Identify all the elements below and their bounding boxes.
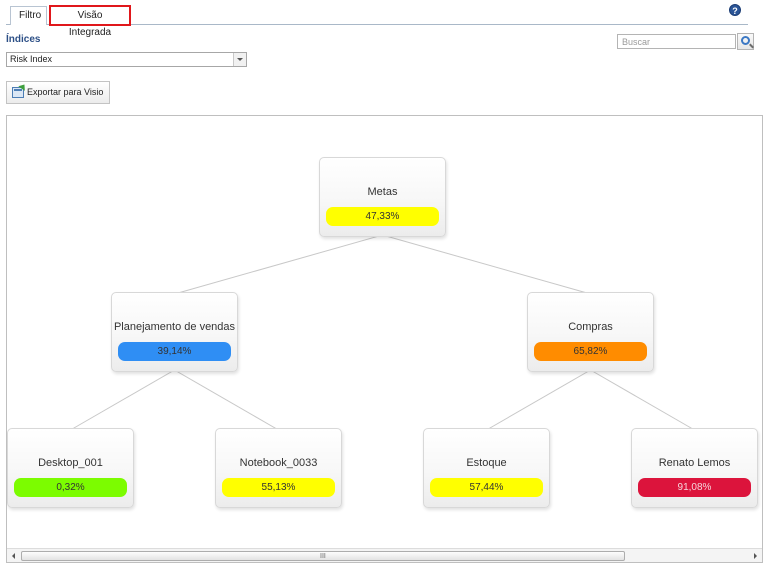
- connector-metas-planejamento: [174, 234, 383, 295]
- connector-planejamento-desktop: [70, 369, 175, 431]
- node-label: Notebook_0033: [239, 457, 318, 469]
- node-percentage: 47,33%: [326, 207, 439, 226]
- node-estoque[interactable]: Estoque 57,44%: [423, 428, 550, 508]
- node-notebook-0033[interactable]: Notebook_0033 55,13%: [215, 428, 342, 508]
- export-visio-label: Exportar para Visio: [27, 87, 104, 97]
- node-label: Estoque: [466, 457, 507, 469]
- node-label: Compras: [568, 321, 613, 333]
- node-label: Planejamento de vendas: [113, 321, 236, 333]
- search-button[interactable]: [737, 33, 754, 50]
- tab-visao-integrada[interactable]: Visão Integrada: [49, 5, 131, 38]
- connector-compras-estoque: [486, 369, 591, 431]
- scroll-right-icon[interactable]: [750, 551, 760, 561]
- connector-compras-renato: [590, 369, 695, 431]
- indices-selected-value: Risk Index: [10, 54, 53, 64]
- tab-divider: [6, 24, 748, 25]
- node-percentage: 91,08%: [638, 478, 751, 497]
- node-planejamento-de-vendas[interactable]: Planejamento de vendas 39,14%: [111, 292, 238, 372]
- help-icon[interactable]: ?: [729, 4, 741, 16]
- scroll-left-icon[interactable]: [9, 551, 19, 561]
- search-input[interactable]: [617, 34, 736, 49]
- node-percentage: 39,14%: [118, 342, 231, 361]
- node-label: Renato Lemos: [658, 457, 731, 469]
- connector-metas-compras: [382, 234, 591, 295]
- node-renato-lemos[interactable]: Renato Lemos 91,08%: [631, 428, 758, 508]
- node-metas[interactable]: Metas 47,33%: [319, 157, 446, 237]
- tab-bar: Filtro Visão Integrada ?: [0, 0, 768, 38]
- indices-label: Índices: [6, 34, 41, 45]
- node-compras[interactable]: Compras 65,82%: [527, 292, 654, 372]
- export-visio-icon: [12, 87, 24, 98]
- connector-lines: [70, 234, 695, 431]
- tab-filtro[interactable]: Filtro: [10, 6, 47, 25]
- node-percentage: 57,44%: [430, 478, 543, 497]
- node-desktop-001[interactable]: Desktop_001 0,32%: [7, 428, 134, 508]
- chevron-down-icon[interactable]: [233, 53, 246, 66]
- horizontal-scrollbar[interactable]: III: [7, 548, 762, 562]
- node-label: Desktop_001: [38, 457, 103, 469]
- diagram-panel: Metas 47,33% Planejamento de vendas 39,1…: [6, 115, 763, 563]
- node-percentage: 55,13%: [222, 478, 335, 497]
- search-icon: [741, 36, 750, 45]
- scroll-grip-icon: III: [320, 553, 326, 560]
- node-percentage: 0,32%: [14, 478, 127, 497]
- node-label: Metas: [367, 186, 398, 198]
- node-percentage: 65,82%: [534, 342, 647, 361]
- indices-select[interactable]: Risk Index: [6, 52, 247, 67]
- export-visio-button[interactable]: Exportar para Visio: [6, 81, 110, 104]
- connector-planejamento-notebook: [174, 369, 279, 431]
- scroll-thumb[interactable]: III: [21, 551, 625, 561]
